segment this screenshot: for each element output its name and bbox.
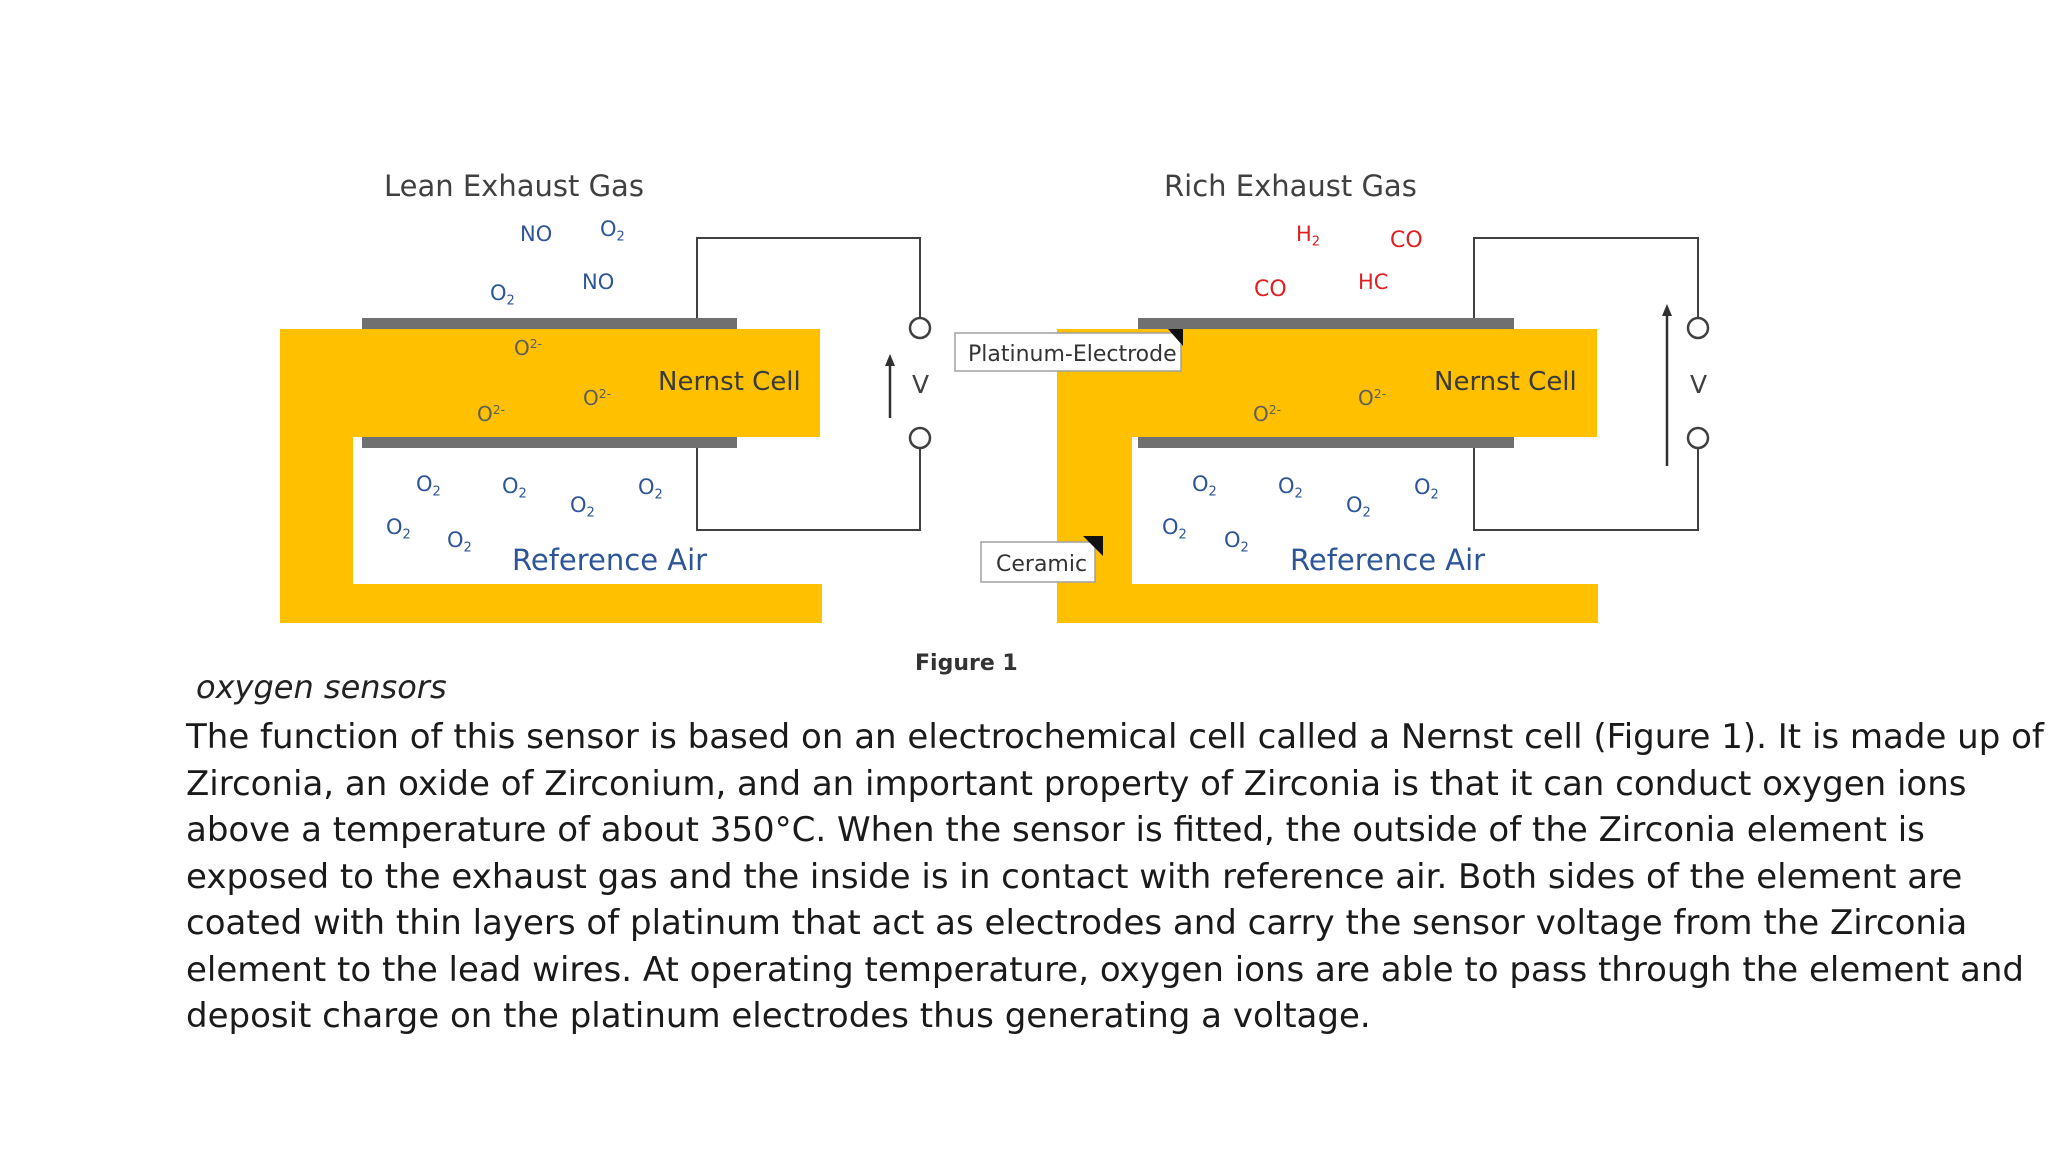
lean-terminal-bottom [908,426,932,450]
lean-terminal-top [908,316,932,340]
lean-oxygen-ion: O2- [514,336,542,360]
lean-reference-o2: O2 [570,493,595,521]
rich-circuit-wire [1473,237,1699,318]
ceramic-callout: Ceramic [980,536,1103,583]
rich-gas-hc: HC [1358,270,1388,294]
rich-reference-o2: O2 [1278,474,1303,502]
electrode-callout: Platinum-Electrode [954,329,1183,372]
lean-voltage-arrow-head [885,354,895,366]
rich-oxygen-ion: O2- [1358,386,1386,410]
rich-reference-o2: O2 [1192,472,1217,500]
rich-panel: Rich Exhaust Gas H2 CO CO HC V O2- O2- N… [1057,169,1710,623]
electrode-callout-box [954,332,1182,372]
rich-oxygen-ion: O2- [1253,402,1281,426]
lean-circuit-wire [696,448,921,531]
rich-voltage-arrow-head [1662,304,1672,316]
lean-zirconia-element [280,329,822,623]
paragraph-line: Zirconia, an oxide of Zirconium, and an … [186,763,1967,804]
lean-gas-o2: O2 [490,281,515,309]
rich-gas-co: CO [1254,277,1287,302]
lean-panel-title: Lean Exhaust Gas [384,169,644,203]
rich-gas-co: CO [1390,228,1423,253]
paragraph-line: exposed to the exhaust gas and the insid… [186,856,1963,897]
rich-outer-electrode [1138,318,1514,329]
paragraph-line: element to the lead wires. At operating … [186,949,2024,990]
lean-oxygen-ion: O2- [583,386,611,410]
rich-inner-electrode [1138,437,1514,448]
rich-circuit-wire [1473,448,1699,531]
lean-oxygen-ion: O2- [477,402,505,426]
lean-cell-label: Nernst Cell [658,367,801,397]
rich-reference-o2: O2 [1224,528,1249,556]
paragraph-line: The function of this sensor is based on … [186,717,2044,757]
rich-gas-h2: H2 [1296,222,1320,250]
electrode-callout-pointer [1168,329,1183,346]
paragraph-line: coated with thin layers of platinum that… [186,903,1968,943]
rich-terminal-bottom [1686,426,1710,450]
electrode-callout-label: Platinum-Electrode [968,342,1177,367]
rich-panel-title: Rich Exhaust Gas [1164,169,1417,203]
lean-reference-label: Reference Air [512,543,707,577]
rich-reference-o2: O2 [1346,493,1371,521]
body-paragraph: The function of this sensor is based on … [186,714,2044,1040]
lean-gas-o2: O2 [600,217,625,245]
paragraph-line: above a temperature of about 350°C. When… [186,810,1925,850]
figure-caption: Figure 1 [915,651,1018,676]
ceramic-callout-box [980,541,1096,583]
rich-cell-label: Nernst Cell [1434,367,1577,397]
lean-gas-no: NO [582,270,614,294]
rich-terminal-top [1686,316,1710,340]
lean-gas-no: NO [520,222,552,246]
lean-inner-electrode [362,437,737,448]
ceramic-callout-label: Ceramic [996,552,1087,577]
lean-circuit-wire [696,237,921,318]
rich-voltage-label: V [1690,370,1707,399]
paragraph-line: deposit charge on the platinum electrode… [186,996,1371,1036]
lean-outer-electrode [362,318,737,329]
lean-reference-o2: O2 [386,515,411,543]
nernst-cell-figure: Lean Exhaust Gas NO O2 O2 NO V O2- O2- O… [280,169,1710,676]
lean-reference-o2: O2 [416,472,441,500]
section-title: oxygen sensors [196,668,447,706]
rich-reference-o2: O2 [1162,515,1187,543]
rich-zirconia-element [1057,329,1598,623]
rich-reference-o2: O2 [1414,475,1439,503]
lean-reference-o2: O2 [502,474,527,502]
lean-panel: Lean Exhaust Gas NO O2 O2 NO V O2- O2- O… [280,169,932,623]
lean-voltage-label: V [912,370,929,399]
rich-reference-label: Reference Air [1290,543,1485,577]
ceramic-callout-pointer [1083,536,1103,556]
lean-reference-o2: O2 [447,528,472,556]
lean-reference-o2: O2 [638,475,663,503]
